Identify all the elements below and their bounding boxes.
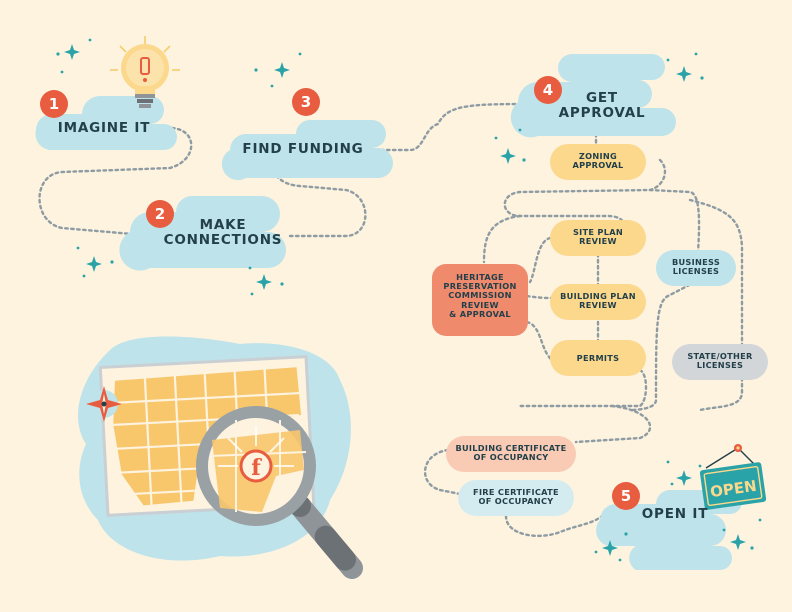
pill-zoning [550, 144, 646, 180]
path-to-state [688, 198, 744, 362]
sparkle-icon [602, 540, 618, 556]
sparkles [56, 38, 762, 562]
path-to-business [648, 188, 701, 254]
building-plan-line1: BUILDING PLAN [560, 291, 636, 301]
heritage-line1: HERITAGE [456, 272, 504, 282]
state-line1: STATE/OTHER [687, 351, 753, 361]
sparkle-icon [86, 256, 102, 272]
compass-icon [86, 386, 122, 422]
path-business-down [628, 280, 697, 412]
zoning-approval-label: ZONING APPROVAL [550, 151, 646, 171]
permits-label: PERMITS [576, 353, 620, 363]
step-connections-label: MAKE CONNECTIONS [148, 217, 298, 249]
path-state-down [698, 358, 744, 412]
sparkle-icon [256, 274, 272, 290]
zoning-line1: ZONING [578, 151, 618, 161]
step-connections-line2: CONNECTIONS [163, 232, 283, 249]
step-approval-line2: APPROVAL [558, 105, 646, 122]
pills [432, 144, 768, 516]
site-plan-line1: SITE PLAN [572, 227, 624, 237]
state-line2: LICENSES [696, 360, 744, 371]
pill-permits [550, 340, 646, 376]
fire-cert-line2: OF OCCUPANCY [478, 496, 554, 507]
business-licenses-label: BUSINESS LICENSES [656, 257, 736, 277]
building-certificate-label: BUILDING CERTIFICATE OF OCCUPANCY [446, 443, 576, 463]
heritage-line5: & APPROVAL [449, 308, 511, 319]
pill-fire-cert [458, 480, 574, 516]
step-2-badge: 2 [146, 200, 174, 228]
path-collect-to-certs [574, 404, 652, 444]
pill-building-plan [550, 284, 646, 320]
path-building-cert-loop [424, 448, 462, 496]
step-connections-line1: MAKE [199, 217, 247, 233]
site-plan-line2: REVIEW [579, 236, 617, 247]
pill-state [672, 344, 768, 380]
sparkle-icon [730, 534, 746, 550]
heritage-line4: REVIEW [461, 299, 499, 310]
cloud-funding [221, 120, 393, 181]
path-site-left [528, 236, 552, 284]
sparkle-icon [274, 62, 290, 78]
cloud-imagine [35, 96, 177, 151]
path-fire-to-open [504, 510, 608, 538]
step-imagine-label: IMAGINE IT [57, 120, 151, 136]
heritage-label: HERITAGE PRESERVATION COMMISSION REVIEW … [432, 272, 528, 319]
path-heritage-to-building [525, 294, 554, 300]
path-permits-down [518, 368, 648, 408]
sparkle-icon [676, 66, 692, 82]
path-heritage-to-permits [525, 320, 554, 362]
step-1-badge: 1 [40, 90, 68, 118]
magnifying-glass-icon: f [196, 406, 363, 579]
building-plan-line2: REVIEW [579, 300, 617, 311]
step-approval-label: GET APPROVAL [552, 90, 652, 122]
heritage-line2: PRESERVATION [443, 281, 517, 292]
sparkle-icon [500, 148, 516, 164]
zoning-line2: APPROVAL [572, 160, 624, 171]
step-funding-label: FIND FUNDING [242, 141, 364, 157]
fire-cert-line1: FIRE CERTIFICATE [473, 487, 559, 497]
step-open-label: OPEN IT [641, 506, 709, 522]
pill-business [656, 250, 736, 286]
path-to-heritage [482, 214, 522, 264]
fire-certificate-label: FIRE CERTIFICATE OF OCCUPANCY [458, 487, 574, 507]
map-marker-letter: f [251, 455, 262, 481]
business-line2: LICENSES [672, 266, 720, 277]
building-plan-review-label: BUILDING PLAN REVIEW [550, 291, 646, 311]
building-cert-line2: OF OCCUPANCY [473, 452, 549, 463]
path-imagine-to-connections [38, 126, 193, 236]
connector-paths [38, 102, 744, 538]
lightbulb-icon [110, 36, 180, 108]
sparkle-icon [676, 470, 692, 486]
step-approval-line1: GET [586, 90, 618, 106]
step-3-badge: 3 [292, 88, 320, 116]
step-4-badge: 4 [534, 76, 562, 104]
step-5-badge: 5 [612, 482, 640, 510]
pill-heritage [432, 264, 528, 336]
heritage-line3: COMMISSION [448, 290, 512, 301]
pill-site-plan [550, 220, 646, 256]
open-sign-icon: OPEN [699, 444, 767, 510]
cloud-approval [510, 54, 676, 138]
path-funding-to-approval [373, 102, 542, 152]
sparkle-icon [64, 44, 80, 60]
pill-building-cert [446, 436, 576, 472]
map-marker [239, 449, 273, 483]
site-plan-review-label: SITE PLAN REVIEW [550, 227, 646, 247]
state-licenses-label: STATE/OTHER LICENSES [672, 351, 768, 371]
building-cert-line1: BUILDING CERTIFICATE [455, 443, 567, 453]
cloud-open [596, 490, 742, 570]
business-line1: BUSINESS [671, 257, 721, 267]
